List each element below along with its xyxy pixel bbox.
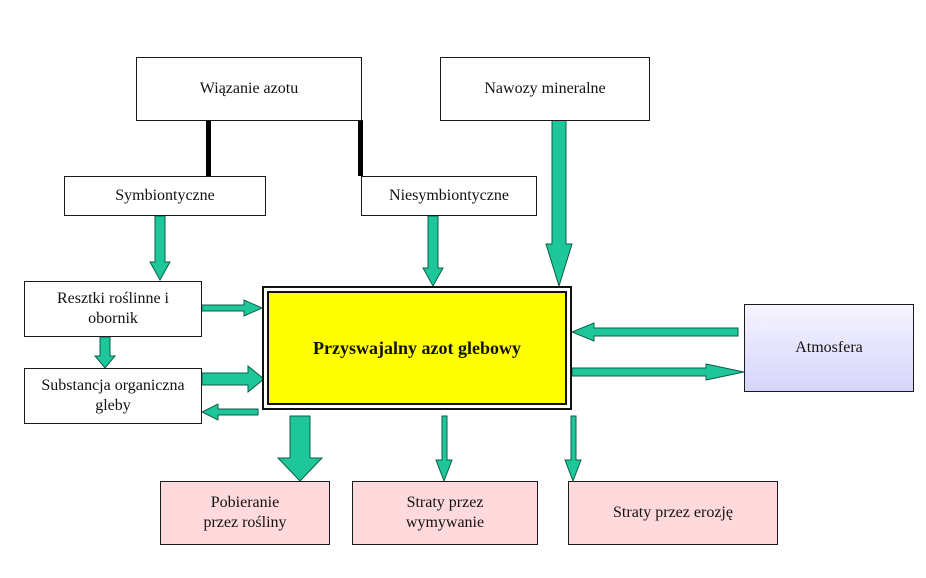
- arrow-substancja-to-center: [201, 364, 265, 394]
- node-resztki-line2: obornik: [88, 310, 138, 327]
- node-pobieranie-line2: przez rośliny: [203, 514, 287, 531]
- arrow-center-to-atmosfera: [571, 363, 745, 381]
- node-przyswajalny-azot-fill: Przyswajalny azot glebowy: [267, 291, 567, 405]
- arrow-center-to-wymywanie: [435, 415, 453, 483]
- node-substancja-line1: Substancja organiczna: [41, 377, 185, 394]
- node-resztki-line1: Resztki roślinne i: [57, 290, 169, 307]
- arrow-symbiontyczne-to-resztki: [149, 215, 171, 282]
- node-pobieranie-line1: Pobieranie: [210, 494, 280, 511]
- node-erozja-label: Straty przez erozję: [613, 504, 733, 521]
- node-straty-wymywanie: Straty przez wymywanie: [352, 481, 538, 545]
- node-nawozy-mineralne: Nawozy mineralne: [440, 57, 650, 121]
- connector-bar-niesymbiontyczne: [358, 120, 363, 176]
- arrow-resztki-to-substancja: [93, 336, 117, 369]
- node-przyswajalny-azot-label: Przyswajalny azot glebowy: [313, 337, 521, 358]
- arrow-center-to-erozja: [564, 415, 582, 483]
- node-przyswajalny-azot: Przyswajalny azot glebowy: [262, 286, 572, 410]
- node-wymywanie-line2: wymywanie: [405, 514, 485, 531]
- arrow-nawozy-to-center: [545, 119, 573, 288]
- node-substancja-organiczna: Substancja organiczna gleby: [24, 368, 202, 424]
- node-substancja-line2: gleby: [95, 397, 131, 414]
- node-atmosfera-label: Atmosfera: [795, 339, 863, 356]
- node-symbiontyczne: Symbiontyczne: [64, 176, 266, 216]
- node-wiazanie-azotu-label: Wiązanie azotu: [199, 80, 299, 97]
- node-wiazanie-azotu: Wiązanie azotu: [136, 57, 362, 121]
- connector-bar-symbiontyczne: [206, 120, 211, 176]
- arrow-niesymbiontyczne-to-center: [422, 215, 444, 288]
- node-niesymbiontyczne-label: Niesymbiontyczne: [389, 187, 509, 204]
- arrow-center-to-substancja: [200, 403, 259, 421]
- node-atmosfera: Atmosfera: [744, 304, 914, 392]
- node-wymywanie-line1: Straty przez: [406, 494, 484, 511]
- node-niesymbiontyczne: Niesymbiontyczne: [361, 176, 537, 216]
- node-nawozy-mineralne-label: Nawozy mineralne: [484, 80, 606, 97]
- node-pobieranie-przez-rosliny: Pobieranie przez rośliny: [160, 481, 330, 545]
- arrow-atmosfera-to-center: [570, 322, 739, 342]
- arrow-center-to-pobieranie: [276, 415, 324, 482]
- node-straty-erozja: Straty przez erozję: [568, 481, 778, 545]
- arrow-resztki-to-center: [201, 299, 264, 317]
- node-symbiontyczne-label: Symbiontyczne: [115, 187, 215, 204]
- node-resztki-roslinne: Resztki roślinne i obornik: [24, 281, 202, 337]
